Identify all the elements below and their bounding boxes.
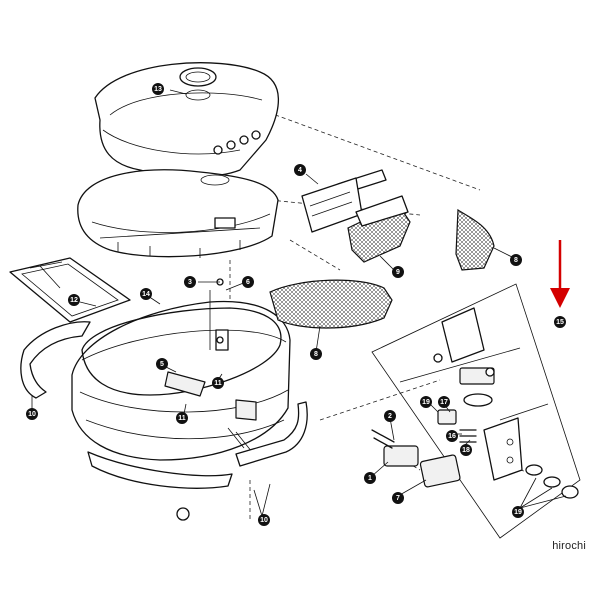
mesh-panel-left [269, 279, 393, 329]
callout-16: 16 [446, 430, 458, 442]
callout-marker [460, 444, 472, 456]
callout-marker [392, 266, 404, 278]
callout-9: 9 [392, 266, 404, 278]
callout-number: 18 [462, 447, 470, 454]
callout-11: 11 [212, 377, 224, 389]
lid-cover [94, 62, 280, 178]
callout-number: 2 [388, 413, 392, 420]
brand-badge [301, 177, 363, 233]
callout-7: 7 [392, 492, 404, 504]
callout-marker [212, 377, 224, 389]
callout-14: 14 [140, 288, 152, 300]
callout-17: 17 [438, 396, 450, 408]
callout-2: 2 [384, 410, 396, 422]
callout-marker [438, 396, 450, 408]
callout-marker [446, 430, 458, 442]
callout-marker [156, 358, 168, 370]
callout-marker [152, 83, 164, 95]
callout-4: 4 [294, 164, 306, 176]
callout-number: 3 [188, 279, 192, 286]
callout-marker [140, 288, 152, 300]
callout-marker [364, 472, 376, 484]
watermark: hirochi [552, 540, 586, 552]
mesh-panels [269, 169, 495, 329]
callout-number: 11 [178, 415, 186, 422]
callout-3: 3 [184, 276, 196, 288]
callout-marker [392, 492, 404, 504]
callout-11: 11 [176, 412, 188, 424]
lower-body [71, 290, 291, 461]
callout-19: 19 [512, 506, 524, 518]
callout-number: 17 [440, 399, 448, 406]
callout-number: 19 [422, 399, 430, 406]
callout-number: 1 [368, 475, 372, 482]
upper-shell [77, 169, 279, 258]
callout-number: 14 [142, 291, 150, 298]
callout-number: 16 [448, 433, 456, 440]
callout-number: 7 [396, 495, 400, 502]
callout-marker [310, 348, 322, 360]
callout-number: 9 [396, 269, 400, 276]
callout-marker [26, 408, 38, 420]
callout-number: 4 [298, 167, 302, 174]
seal-gasket [81, 307, 282, 396]
callout-marker [68, 294, 80, 306]
hinge-latch-panel [371, 283, 581, 539]
callout-marker [242, 276, 254, 288]
callout-19: 19 [420, 396, 432, 408]
callout-number: 11 [214, 380, 222, 387]
callout-10: 10 [26, 408, 38, 420]
callout-18: 18 [460, 444, 472, 456]
reflector-strips [20, 321, 308, 489]
callout-number: 10 [28, 411, 36, 418]
callout-8: 8 [310, 348, 322, 360]
callout-6: 6 [242, 276, 254, 288]
base-plate [9, 257, 131, 323]
callout-number: 10 [260, 517, 268, 524]
callout-number: 19 [514, 509, 522, 516]
callout-15: 15 [554, 316, 566, 328]
callout-number: 12 [70, 297, 78, 304]
mesh-panel-right [455, 208, 495, 271]
callout-number: 8 [314, 351, 318, 358]
callout-number: 13 [154, 86, 162, 93]
callout-10: 10 [258, 514, 270, 526]
callout-marker [510, 254, 522, 266]
small-hardware [176, 278, 461, 521]
callout-marker [512, 506, 524, 518]
callout-13: 13 [152, 83, 164, 95]
callout-8: 8 [510, 254, 522, 266]
callout-marker [184, 276, 196, 288]
callout-marker [294, 164, 306, 176]
callout-marker [384, 410, 396, 422]
lid-logo-emblem [179, 67, 217, 87]
callout-number: 5 [160, 361, 164, 368]
callout-5: 5 [156, 358, 168, 370]
callout-marker [420, 396, 432, 408]
callout-12: 12 [68, 294, 80, 306]
callout-marker [258, 514, 270, 526]
callout-number: 6 [246, 279, 250, 286]
callout-1: 1 [364, 472, 376, 484]
callout-number: 15 [556, 319, 564, 326]
callout-marker [554, 316, 566, 328]
callout-number: 8 [514, 257, 518, 264]
callout-marker [176, 412, 188, 424]
